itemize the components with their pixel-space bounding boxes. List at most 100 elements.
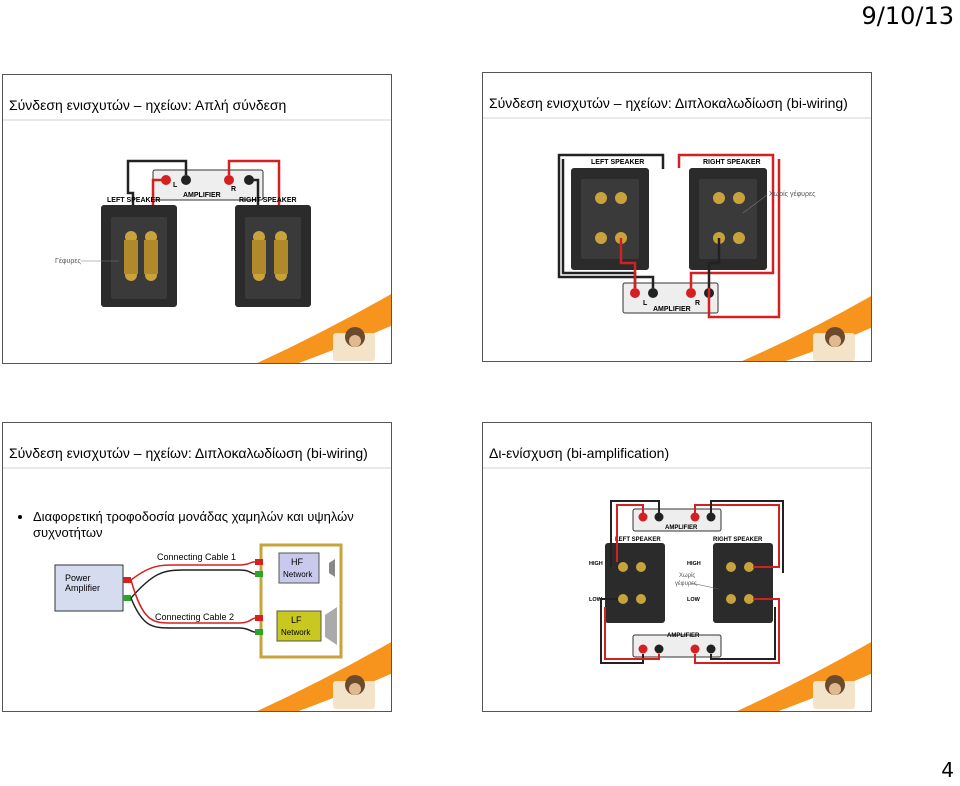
- bridge-bar: [274, 240, 288, 274]
- wire-red-right-2: [707, 159, 781, 319]
- terminal-green: [123, 595, 131, 601]
- panel-inset: [111, 217, 167, 299]
- composer-logo: [333, 675, 375, 709]
- wire-red-bottom-left: [604, 607, 660, 660]
- orange-swoosh: [257, 294, 391, 363]
- terminal-black: [706, 512, 716, 522]
- slide-biwiring-2: Σύνδεση ενισχυτών – ηχείων: Διπλοκαλωδίω…: [2, 422, 392, 712]
- terminal-gold: [618, 562, 628, 572]
- page-date: 9/10/13: [861, 2, 954, 30]
- wire-red-right: [677, 153, 775, 288]
- wire-red-top-left: [616, 504, 644, 562]
- terminal-red: [638, 644, 648, 654]
- label-left-speaker: LEFT SPEAKER: [591, 159, 644, 166]
- callout-line: [742, 194, 768, 214]
- label-amplifier: Amplifier: [65, 583, 100, 593]
- terminal-black: [654, 512, 664, 522]
- slide-simple-connection: Σύνδεση ενισχυτών – ηχείων: Απλή σύνδεση…: [2, 74, 392, 364]
- slide-biwiring-1: Σύνδεση ενισχυτών – ηχείων: Διπλοκαλωδίω…: [482, 72, 872, 362]
- terminal-gold: [595, 232, 607, 244]
- terminal-black: [181, 175, 191, 185]
- terminal-black: [648, 288, 658, 298]
- wire-red-top-right: [694, 504, 780, 568]
- title-divider: [3, 119, 391, 121]
- terminal-black: [706, 644, 716, 654]
- bullet-item: Διαφορετική τροφοδοσία μονάδας χαμηλών κ…: [33, 509, 391, 541]
- terminal-gold: [744, 594, 754, 604]
- composer-logo: [813, 327, 855, 361]
- orange-swoosh: [257, 642, 391, 711]
- terminal-red: [690, 644, 700, 654]
- biamp-diagram: AMPLIFIER LEFT SPEAKER HIGH LOW RIGHT SP…: [589, 500, 871, 711]
- wiring-diagram-simple: L R AMPLIFIER LEFT SPEAKER RIGHT SPEAKER…: [55, 159, 391, 363]
- cable-1-black: [130, 569, 256, 599]
- label-amplifier-bottom: AMPLIFIER: [667, 633, 700, 639]
- label-amplifier: AMPLIFIER: [183, 192, 221, 199]
- cable-2-black: [130, 597, 256, 633]
- right-speaker-panel: [713, 543, 773, 623]
- amplifier-strip-top: [632, 508, 722, 532]
- wiring-diagram-biwiring: LEFT SPEAKER RIGHT SPEAKER L R AMPLIFIER…: [557, 153, 871, 361]
- wire-red-right: [227, 159, 281, 225]
- lf-network-box: [276, 610, 322, 642]
- wire-black-top-left: [610, 500, 660, 567]
- label-high-right: HIGH: [687, 561, 701, 567]
- label-lf: LF: [291, 615, 302, 625]
- label-l: L: [173, 182, 178, 189]
- terminal-gold: [733, 192, 745, 204]
- slide-title: Σύνδεση ενισχυτών – ηχείων: Διπλοκαλωδίω…: [9, 445, 368, 461]
- bullet-list: Διαφορετική τροφοδοσία μονάδας χαμηλών κ…: [17, 509, 391, 541]
- terminal-gold: [615, 192, 627, 204]
- slide-biamplification: Δι-ενίσχυση (bi-amplification) AMPLIFIER…: [482, 422, 872, 712]
- slide-title: Δι-ενίσχυση (bi-amplification): [489, 445, 670, 461]
- slide-title: Σύνδεση ενισχυτών – ηχείων: Διπλοκαλωδίω…: [489, 95, 848, 111]
- left-speaker-panel: [605, 543, 665, 623]
- terminal-gold: [595, 192, 607, 204]
- terminal-black: [654, 644, 664, 654]
- terminal-red: [686, 288, 696, 298]
- terminal-red: [123, 577, 131, 583]
- tweeter-icon: [329, 559, 335, 577]
- terminal-red: [255, 559, 263, 565]
- terminal-gold: [636, 594, 646, 604]
- composer-logo: [333, 327, 375, 361]
- wire-black-left: [557, 153, 665, 288]
- label-low-right: LOW: [687, 597, 701, 603]
- label-hf-network: Network: [283, 570, 313, 579]
- power-amplifier-box: [54, 564, 124, 612]
- terminal-gold: [726, 562, 736, 572]
- label-cable-1: Connecting Cable 1: [157, 552, 236, 562]
- bridge-bar: [124, 240, 138, 274]
- hf-network-box: [278, 552, 320, 584]
- bridge-bar: [252, 240, 266, 274]
- label-r: R: [231, 186, 236, 193]
- slide-title: Σύνδεση ενισχυτών – ηχείων: Απλή σύνδεση: [9, 97, 287, 113]
- cable-2-red: [130, 579, 256, 624]
- wire-red-bottom-right: [694, 598, 780, 664]
- composer-logo: [813, 675, 855, 709]
- terminal-green: [255, 629, 263, 635]
- terminal-gold: [744, 562, 754, 572]
- terminal-gold: [733, 232, 745, 244]
- label-r: R: [695, 300, 700, 307]
- label-bridges: Γέφυρες: [55, 257, 81, 265]
- title-divider: [483, 467, 871, 469]
- label-amplifier: AMPLIFIER: [653, 306, 691, 313]
- terminal-red: [638, 512, 648, 522]
- label-lf-network: Network: [281, 628, 311, 637]
- bridge-bar: [144, 240, 158, 274]
- wire-red-left: [619, 238, 637, 288]
- terminal-red: [255, 615, 263, 621]
- terminal-gold: [713, 192, 725, 204]
- panel-inset: [581, 179, 639, 259]
- page-number: 4: [941, 758, 954, 782]
- terminal-red: [630, 288, 640, 298]
- label-no-bridges-2: γέφυρες: [675, 580, 697, 587]
- woofer-icon: [325, 607, 337, 645]
- biwiring-block-diagram: Power Amplifier HF Network LF Network Co…: [54, 543, 391, 711]
- wire-black-top-right: [710, 500, 784, 573]
- label-power: Power: [65, 573, 91, 583]
- label-hf: HF: [291, 557, 303, 567]
- callout-line: [690, 582, 720, 590]
- terminal-gold: [618, 594, 628, 604]
